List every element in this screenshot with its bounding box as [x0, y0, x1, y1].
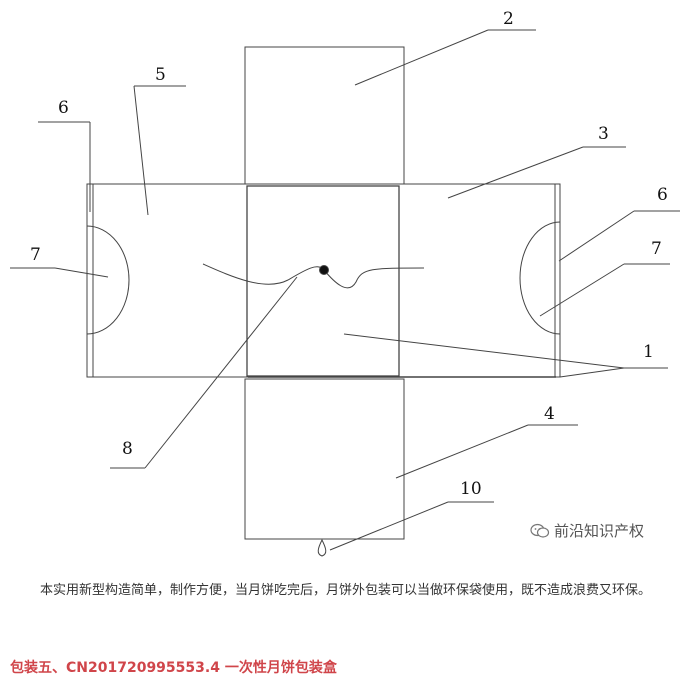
body-paragraph: 本实用新型构造简单，制作方便，当月饼吃完后，月饼外包装可以当做环保袋使用，既不造… — [40, 583, 652, 598]
label-5: 5 — [155, 65, 166, 85]
label-2: 2 — [503, 9, 514, 29]
label-1: 1 — [643, 342, 654, 362]
cord — [202, 263, 425, 289]
side-band — [86, 183, 561, 378]
watermark: 前沿知识产权 — [530, 520, 644, 541]
label-7-left: 7 — [30, 245, 41, 265]
watermark-text: 前沿知识产权 — [554, 522, 645, 540]
wechat-icon — [530, 523, 550, 538]
label-8: 8 — [122, 439, 133, 459]
drop-tab — [317, 538, 327, 557]
section-heading: 包装五、CN201720995553.4 一次性月饼包装盒 — [10, 660, 337, 676]
label-4: 4 — [544, 404, 555, 424]
top-flap — [244, 46, 405, 185]
cord-knot — [319, 265, 329, 275]
patent-drawing: 2 5 6 3 6 7 7 1 4 8 10 — [10, 9, 680, 557]
label-3: 3 — [598, 124, 609, 144]
left-half-circle — [86, 225, 130, 335]
right-half-circle — [519, 221, 561, 335]
center-panel — [246, 185, 400, 377]
label-6-left: 6 — [58, 98, 69, 118]
label-10: 10 — [460, 479, 482, 499]
label-6-right: 6 — [657, 185, 668, 205]
label-7-right: 7 — [651, 239, 662, 259]
bottom-flap — [244, 378, 405, 540]
